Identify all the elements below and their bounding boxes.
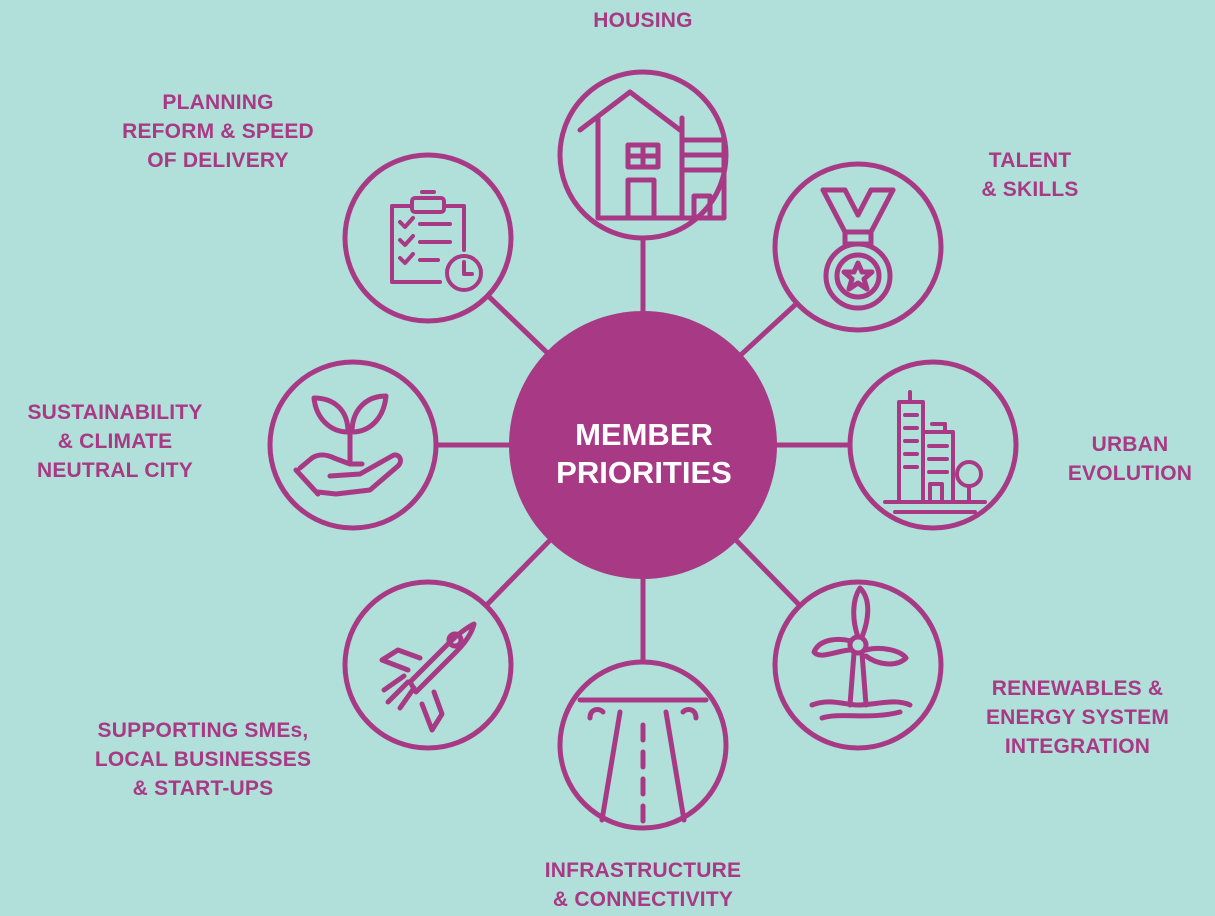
node-urban (847, 359, 1019, 531)
wind-turbine-icon (809, 585, 913, 721)
label-renewables-line-1: RENEWABLES & (991, 677, 1164, 700)
label-talent-line-1: TALENT (988, 149, 1072, 172)
label-infrastructure-line-2: & CONNECTIVITY (552, 888, 734, 911)
label-renewables-line-3: INTEGRATION (1004, 735, 1151, 758)
rocket-icon (379, 621, 477, 733)
center-title-line-1: MEMBER (575, 417, 713, 452)
node-housing (557, 69, 729, 241)
label-sustainability-line-1: SUSTAINABILITY (27, 401, 203, 424)
medal-icon (820, 187, 896, 311)
node-renewables (772, 579, 944, 751)
label-infrastructure: INFRASTRUCTURE & CONNECTIVITY (508, 856, 778, 914)
clipboard-checklist-icon (390, 190, 483, 292)
label-planning: PLANNING REFORM & SPEED OF DELIVERY (98, 88, 338, 175)
label-infrastructure-line-1: INFRASTRUCTURE (544, 859, 742, 882)
label-housing-line-1: HOUSING (593, 9, 693, 32)
center-title-line-2: PRIORITIES (556, 455, 732, 490)
label-renewables-line-2: ENERGY SYSTEM (985, 706, 1170, 729)
label-planning-line-1: PLANNING (162, 91, 274, 114)
label-talent: TALENT & SKILLS (940, 146, 1120, 204)
label-sustainability: SUSTAINABILITY & CLIMATE NEUTRAL CITY (5, 398, 225, 485)
node-talent (772, 161, 944, 333)
house-icon (577, 89, 727, 221)
label-smes: SUPPORTING SMEs, LOCAL BUSINESSES & STAR… (68, 716, 338, 803)
label-sustainability-line-2: & CLIMATE (57, 430, 173, 453)
city-buildings-icon (883, 390, 987, 514)
label-renewables: RENEWABLES & ENERGY SYSTEM INTEGRATION (960, 674, 1195, 761)
label-talent-line-2: & SKILLS (981, 178, 1079, 201)
plant-hand-icon (293, 393, 403, 497)
label-urban-line-1: URBAN (1091, 433, 1169, 456)
label-urban: URBAN EVOLUTION (1045, 430, 1215, 488)
label-planning-line-2: REFORM & SPEED (122, 120, 314, 143)
node-infrastructure (557, 659, 729, 831)
label-planning-line-3: OF DELIVERY (147, 149, 289, 172)
label-smes-line-3: & START-UPS (132, 777, 274, 800)
node-sustainability (267, 359, 439, 531)
center-title: MEMBER PRIORITIES (509, 416, 779, 492)
node-planning (342, 152, 514, 324)
road-icon (577, 697, 709, 824)
node-smes (342, 579, 514, 751)
label-housing: HOUSING (543, 6, 743, 35)
center-circle (509, 311, 777, 579)
label-smes-line-1: SUPPORTING SMEs, (97, 719, 309, 742)
label-sustainability-line-3: NEUTRAL CITY (36, 459, 193, 482)
label-smes-line-2: LOCAL BUSINESSES (94, 748, 312, 771)
label-urban-line-2: EVOLUTION (1067, 462, 1193, 485)
